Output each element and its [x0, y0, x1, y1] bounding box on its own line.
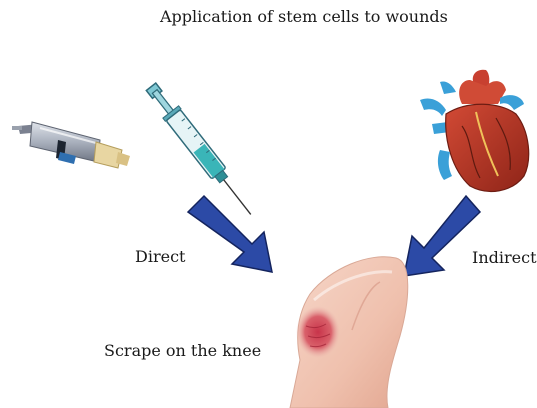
- wound-scrape: [296, 306, 340, 358]
- knee-icon: [290, 257, 408, 408]
- arrow-direct: [188, 196, 272, 272]
- indirect-label: Indirect: [472, 250, 537, 266]
- direct-label: Direct: [135, 249, 185, 265]
- wound-label: Scrape on the knee: [104, 343, 261, 359]
- arrow-indirect: [404, 196, 480, 276]
- diagram-title: Application of stem cells to wounds: [160, 9, 448, 25]
- spray-gun-icon: [12, 122, 130, 168]
- heart-icon: [420, 70, 529, 192]
